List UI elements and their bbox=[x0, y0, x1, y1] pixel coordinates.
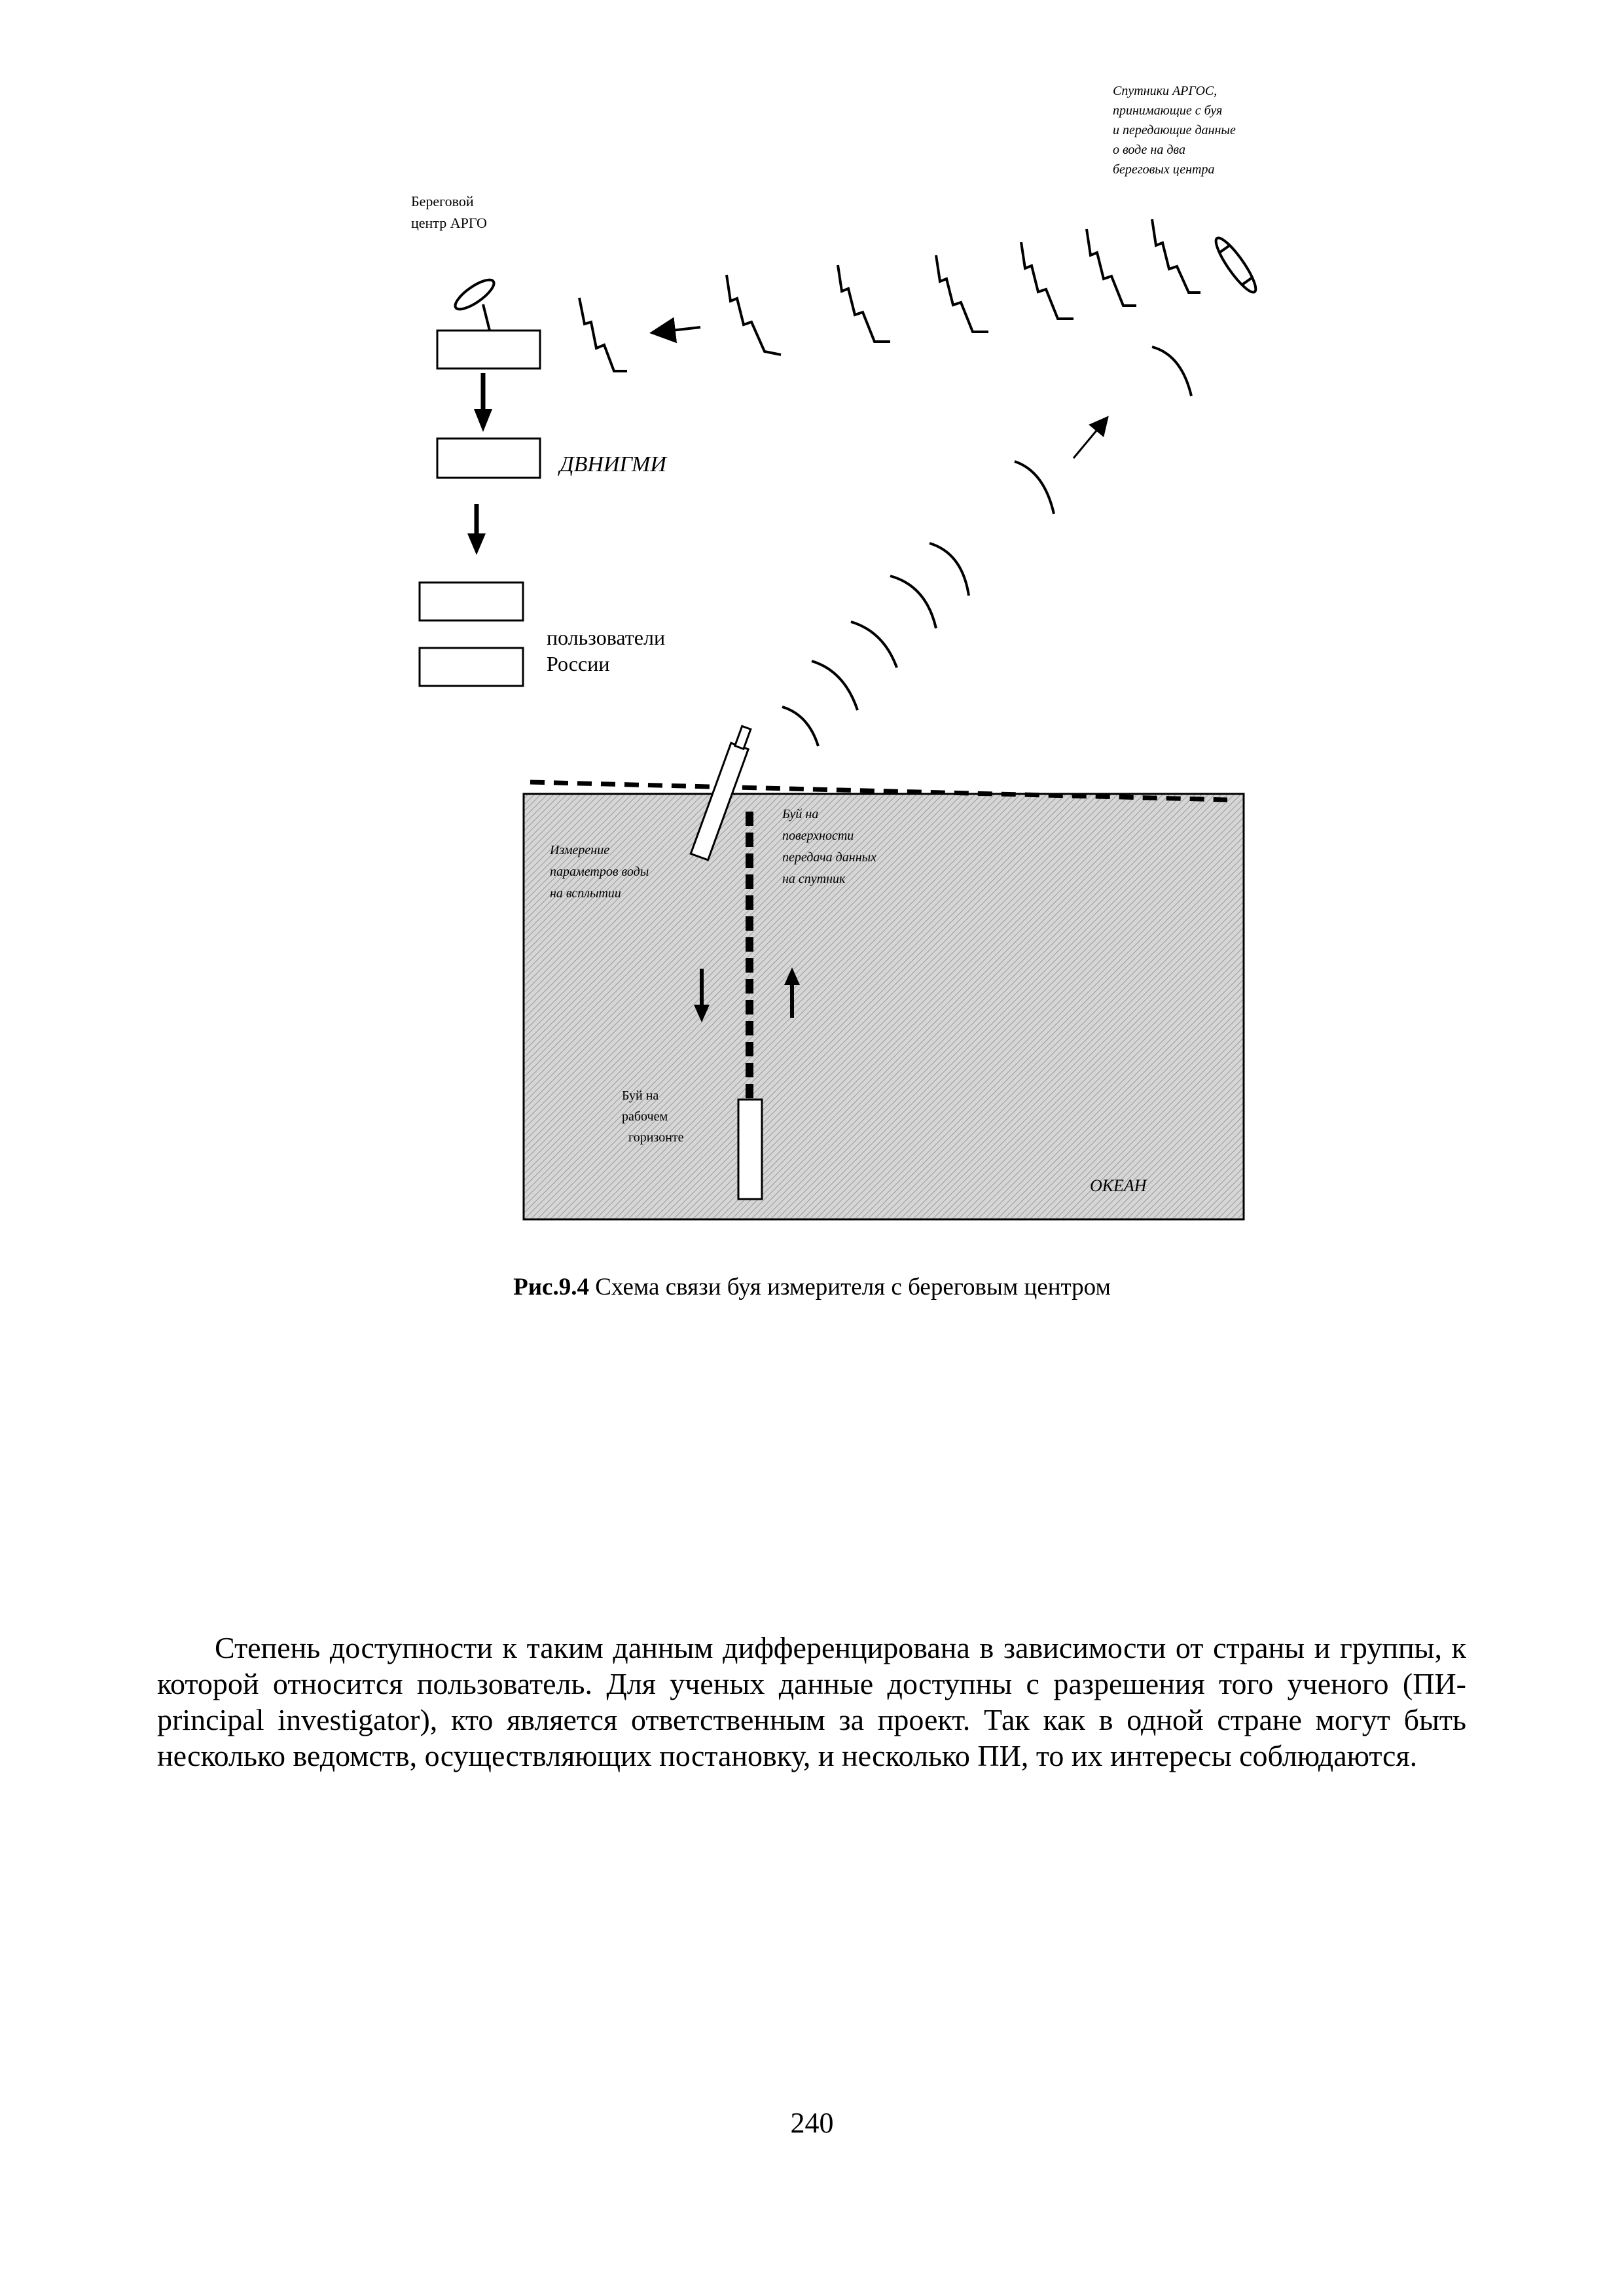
downlink-waves bbox=[578, 219, 1200, 372]
satellite-label-line: и передающие данные bbox=[1113, 123, 1236, 137]
page-number: 240 bbox=[790, 2107, 834, 2139]
measure-label: Измерение параметров воды на всплытии bbox=[549, 843, 649, 901]
ocean-label: ОКЕАН bbox=[1090, 1176, 1147, 1195]
ascent-arrow bbox=[784, 967, 800, 1018]
downlink-arrow bbox=[649, 317, 701, 344]
surface-label-line: поверхности bbox=[782, 829, 854, 843]
shore-center-label-line: Береговой bbox=[411, 193, 474, 209]
body-text: Степень доступности к таким данным диффе… bbox=[157, 1630, 1466, 1774]
ocean-box bbox=[522, 793, 1245, 1221]
descent-arrow bbox=[694, 969, 710, 1022]
measure-label-line: на всплытии bbox=[550, 886, 621, 901]
shore-center-label-line: центр АРГО bbox=[411, 215, 487, 231]
shore-center-label: Береговой центр АРГО bbox=[411, 193, 487, 231]
surface-label-line: на спутник bbox=[782, 872, 846, 886]
buoy-at-depth bbox=[737, 1098, 763, 1200]
antenna-icon bbox=[454, 278, 496, 331]
depth-label-line: рабочем bbox=[622, 1109, 668, 1124]
arrow-to-users bbox=[467, 504, 486, 555]
shore-center-box bbox=[436, 329, 541, 370]
buoy-communication-diagram: Спутники АРГОС, принимающие с буя и пере… bbox=[411, 84, 1257, 1221]
figure-caption-text: Схема связи буя измерителя с береговым ц… bbox=[588, 1274, 1111, 1300]
figure-caption: Рис.9.4 Схема связи буя измерителя с бер… bbox=[0, 1273, 1624, 1301]
users-label-line: России bbox=[547, 652, 609, 675]
surface-label-line: Буй на bbox=[782, 807, 818, 821]
figure-number: Рис.9.4 bbox=[513, 1274, 589, 1300]
dvnigmi-label: ДВНИГМИ bbox=[558, 452, 668, 476]
satellite-label-line: Спутники АРГОС, bbox=[1113, 84, 1217, 98]
paragraph: Степень доступности к таким данным диффе… bbox=[157, 1631, 1466, 1772]
buoy-at-surface bbox=[689, 725, 752, 861]
measure-label-line: параметров воды bbox=[550, 865, 649, 879]
users-box-1 bbox=[418, 581, 524, 622]
satellite-label: Спутники АРГОС, принимающие с буя и пере… bbox=[1113, 84, 1236, 177]
measure-label-line: Измерение bbox=[549, 843, 609, 857]
users-box-2 bbox=[418, 647, 524, 687]
depth-label-line: Буй на bbox=[622, 1088, 659, 1103]
satellite-label-line: принимающие с буя bbox=[1113, 103, 1222, 118]
users-label-line: пользователи bbox=[547, 626, 665, 649]
dvnigmi-box bbox=[436, 437, 541, 479]
uplink-waves bbox=[782, 346, 1193, 747]
surface-label: Буй на поверхности передача данных на сп… bbox=[782, 807, 876, 886]
surface-label-line: передача данных bbox=[782, 850, 876, 865]
depth-label-line: горизонте bbox=[628, 1130, 684, 1145]
users-label: пользователи России bbox=[547, 626, 665, 675]
satellite-icon bbox=[1214, 236, 1257, 294]
uplink-arrow bbox=[1072, 416, 1109, 459]
depth-label: Буй на рабочем горизонте bbox=[622, 1088, 684, 1145]
satellite-label-line: о воде на два bbox=[1113, 143, 1185, 157]
satellite-label-line: береговых центра bbox=[1113, 162, 1214, 177]
arrow-to-dvnigmi bbox=[474, 373, 492, 432]
